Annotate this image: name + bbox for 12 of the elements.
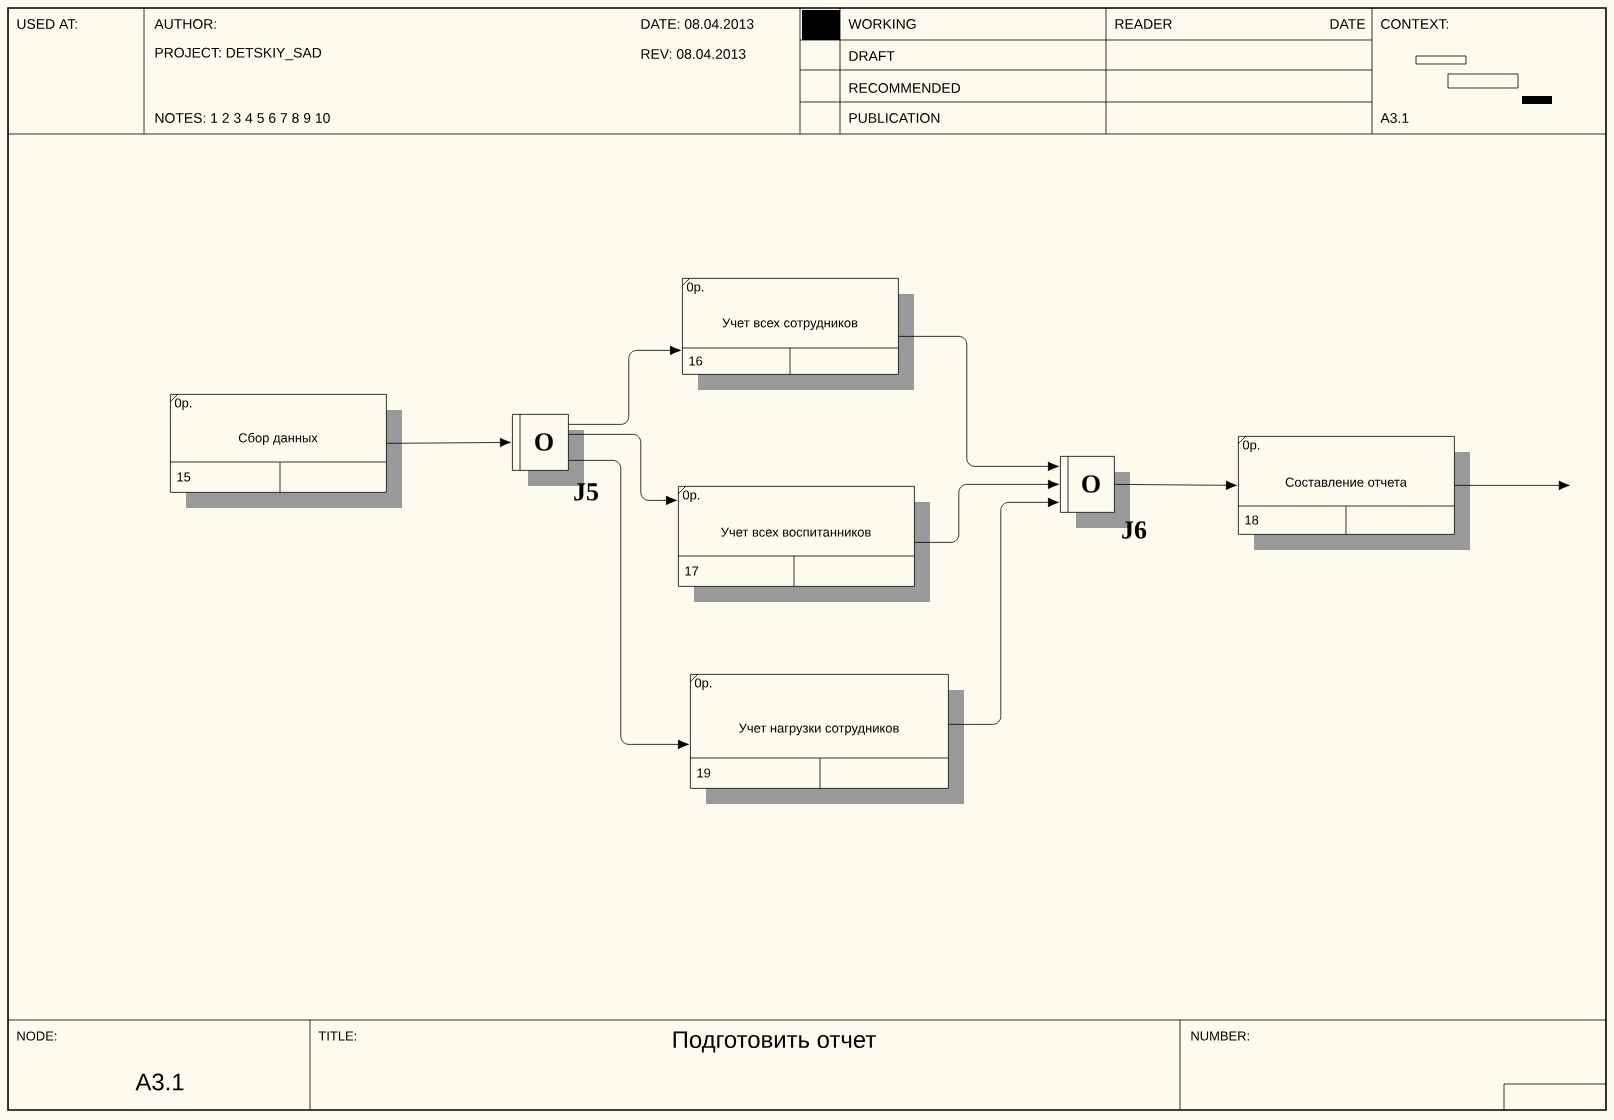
junction-label: J5 [574, 483, 598, 501]
arrow [568, 460, 689, 750]
arrow [914, 479, 1059, 543]
diagram-title: Подготовить отчет [673, 1031, 876, 1053]
arrow [1454, 480, 1570, 491]
arrow [568, 345, 681, 425]
arrow [1114, 480, 1237, 490]
node-number: A3.1 [135, 1073, 184, 1091]
arrow [948, 497, 1059, 725]
arrow [386, 437, 511, 448]
arrow [898, 336, 1059, 472]
arrow [568, 434, 677, 506]
